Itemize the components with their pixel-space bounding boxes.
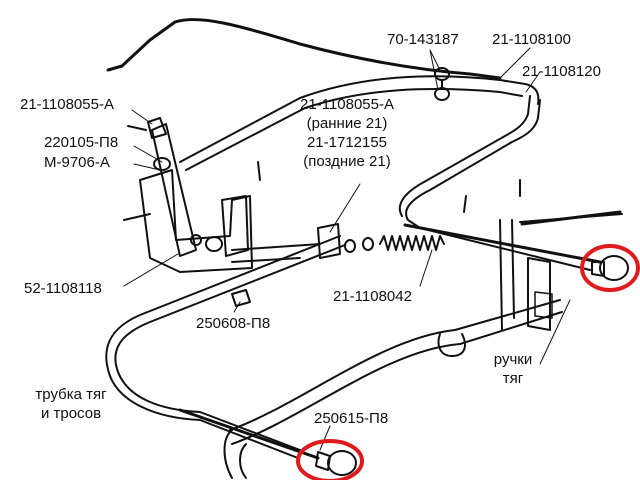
return-spring (379, 235, 445, 251)
lower-tube-b (105, 235, 341, 459)
leader-21-1108055a-center (329, 183, 361, 233)
nut-250608 (231, 289, 251, 307)
label-early-21: (ранние 21) (306, 115, 388, 132)
lever-bracket (139, 169, 253, 273)
leader-250615 (319, 425, 331, 451)
leader-m9706 (133, 163, 161, 171)
leader-21-1108120 (525, 71, 541, 93)
mount-plate (527, 257, 551, 331)
vertical-bracket (499, 219, 515, 331)
label-handles-group: ручки тяг (478, 350, 548, 388)
crossbar-end (223, 429, 233, 479)
lever-arm (151, 123, 197, 257)
label-220105-p8: 220105-П8 (44, 134, 119, 151)
label-tube-line2: и тросов (40, 405, 102, 422)
mount-plate-b (534, 291, 553, 319)
washer-2 (362, 237, 374, 251)
washer-1 (344, 239, 356, 253)
leader-70-143187 (429, 49, 441, 91)
label-70-143187: 70-143187 (387, 31, 459, 48)
label-250608-p8: 250608-П8 (196, 315, 271, 332)
lever-plate (221, 195, 249, 257)
label-21-1108055a-left: 21-1108055-А (20, 96, 114, 113)
label-group-center: 21-1108055-А (ранние 21) 21-1712155 (поз… (282, 95, 412, 171)
label-tube-line1: трубка тяг (35, 386, 107, 403)
lower-handle-knob (327, 450, 357, 476)
upper-cable-a (179, 75, 540, 163)
leader-handles (539, 299, 571, 365)
tube-inner (398, 95, 531, 217)
right-handle-stem (591, 261, 605, 277)
label-late-21: (поздние 21) (303, 153, 391, 170)
lever-knob (147, 117, 167, 139)
label-handles-line2: тяг (502, 370, 524, 387)
lower-handle-highlight (296, 439, 364, 480)
label-52-1108118: 52-1108118 (24, 280, 102, 297)
lower-handle-stem (315, 451, 331, 471)
upper-bolt (257, 161, 261, 181)
pivot-bolt-2 (190, 234, 202, 246)
leader-21-1108055a-left (131, 109, 153, 125)
clevis (317, 223, 341, 259)
pivot-pin (153, 157, 171, 171)
crossbar (229, 299, 561, 431)
link-rod-b (231, 257, 301, 263)
tube-outer (405, 99, 591, 271)
lower-tube (114, 244, 346, 451)
label-21-1108042: 21-1108042 (333, 288, 412, 305)
side-bolt (123, 213, 151, 221)
label-tube-group: трубка тяг и тросов (22, 385, 120, 423)
leader-21-1108100 (499, 47, 531, 79)
crossbar-b (231, 311, 563, 445)
label-250615-p8: 250615-П8 (314, 410, 389, 427)
label-21-1108100: 21-1108100 (492, 31, 571, 48)
right-handle-knob (599, 255, 629, 281)
right-handle-highlight (580, 244, 640, 292)
leader-52-1108118 (123, 253, 179, 287)
lower-handle-rod (178, 408, 320, 460)
crossbar-bulge (437, 333, 466, 357)
long-bolt (520, 210, 622, 226)
upper-cable-b (185, 88, 523, 171)
leader-250608 (233, 301, 241, 313)
label-handles-line1: ручки (493, 351, 533, 368)
top-bolt (127, 125, 147, 131)
label-21-1108120: 21-1108120 (522, 63, 601, 80)
leader-220105 (133, 145, 163, 163)
label-21-1108055a-center: 21-1108055-А (300, 96, 394, 113)
short-bolt (463, 195, 467, 213)
label-m-9706-a: М-9706-А (44, 154, 110, 171)
link-rod (231, 243, 321, 251)
label-21-1712155: 21-1712155 (306, 134, 388, 151)
right-rod (403, 223, 602, 264)
leader-21-1108042 (419, 249, 433, 287)
crossbar-end-b (239, 443, 247, 479)
pivot-bolt (205, 236, 223, 252)
